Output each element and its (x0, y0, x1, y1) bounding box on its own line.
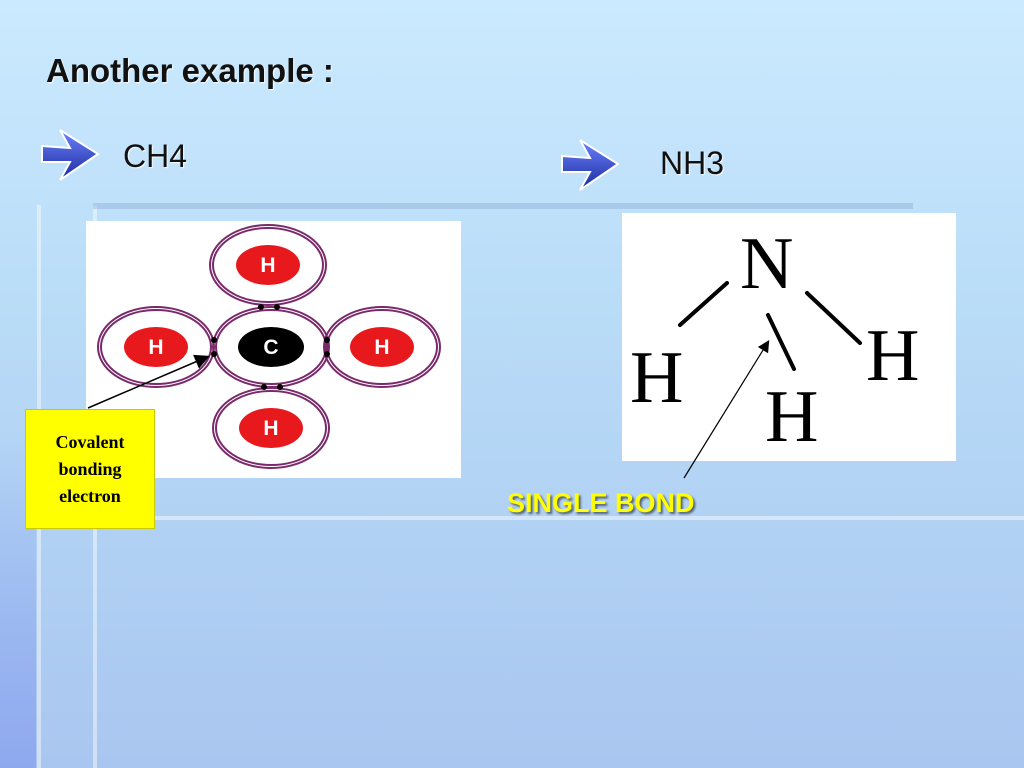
nh3-heading: NH3 (660, 145, 725, 181)
hydrogen-shell (209, 224, 327, 306)
atom-label: H (148, 336, 163, 359)
single-bond-line (678, 281, 729, 327)
shared-electron (324, 351, 330, 357)
covalent-bonding-callout: Covalent bonding electron (25, 409, 155, 529)
shared-electron (277, 384, 283, 390)
right-arrow-icon (41, 129, 100, 181)
hydrogen-nucleus (350, 327, 414, 367)
nh3-diagram: N H H H (622, 213, 956, 461)
atom-label: C (263, 336, 278, 359)
single-bond-line (766, 313, 796, 371)
shared-electron (324, 337, 330, 343)
nh3-structure: N H H H (630, 223, 919, 458)
carbon-shell (212, 306, 330, 388)
shared-electron (261, 384, 267, 390)
atom-label: H (374, 336, 389, 359)
shared-electron (211, 351, 217, 357)
shared-electron (258, 304, 264, 310)
atom-label: H (263, 417, 278, 440)
decorative-horizontal-line (93, 516, 1024, 520)
atom-label: N (740, 223, 793, 305)
hydrogen-shell (323, 306, 441, 388)
hydrogen-shell (215, 390, 327, 466)
decorative-horizontal-line (93, 203, 913, 209)
atom-label: H (866, 315, 919, 397)
hydrogen-nucleus (239, 408, 303, 448)
atom-label: H (765, 376, 818, 458)
carbon-nucleus (238, 327, 304, 367)
right-arrow-icon (561, 139, 620, 191)
hydrogen-nucleus (236, 245, 300, 285)
single-bond-line (805, 291, 862, 345)
carbon-shell (215, 309, 327, 385)
atom-label: H (630, 337, 683, 419)
hydrogen-shell (212, 227, 324, 303)
ch4-diagram: H H H H C (86, 221, 461, 478)
atom-label: H (260, 254, 275, 277)
single-bond-label: SINGLE BOND (507, 488, 695, 518)
shared-electron (274, 304, 280, 310)
ch4-heading: CH4 (123, 138, 188, 174)
shared-electron (211, 337, 217, 343)
slide-title: Another example : (46, 52, 334, 89)
